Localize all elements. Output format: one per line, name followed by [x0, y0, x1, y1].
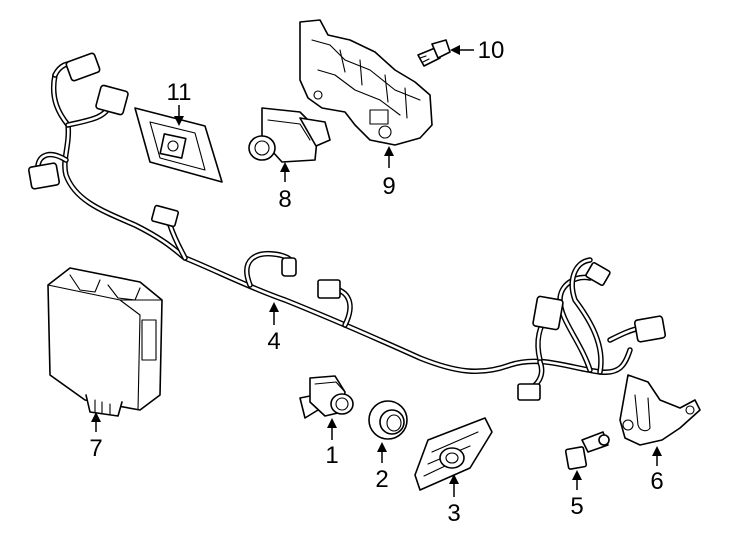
part-8-camera: [248, 107, 331, 163]
callout-8: 8: [278, 186, 291, 213]
callout-labels: 1 2 3 4 5 6 7 8 9 10 11: [89, 37, 663, 527]
wiring-harness: [27, 52, 667, 401]
part-6-bracket: [619, 374, 701, 446]
part-7-module: [47, 267, 163, 417]
callout-2: 2: [375, 466, 388, 493]
callout-11: 11: [167, 79, 192, 106]
callout-4: 4: [267, 328, 280, 355]
callout-3: 3: [447, 500, 460, 527]
callout-9: 9: [382, 173, 395, 200]
callout-1: 1: [325, 442, 338, 469]
callout-6: 6: [650, 468, 663, 495]
part-1-sensor: [299, 375, 354, 419]
callout-7: 7: [89, 435, 102, 462]
callout-10: 10: [478, 37, 505, 64]
part-2-retainer: [368, 400, 408, 440]
part-5-sensor: [564, 431, 610, 470]
part-11-bracket: [134, 107, 223, 183]
leaders: [91, 45, 662, 497]
part-9-mount-bracket: [299, 19, 433, 146]
part-10-bolt: [417, 39, 451, 67]
callout-5: 5: [570, 493, 583, 520]
part-3-holder: [414, 417, 493, 491]
